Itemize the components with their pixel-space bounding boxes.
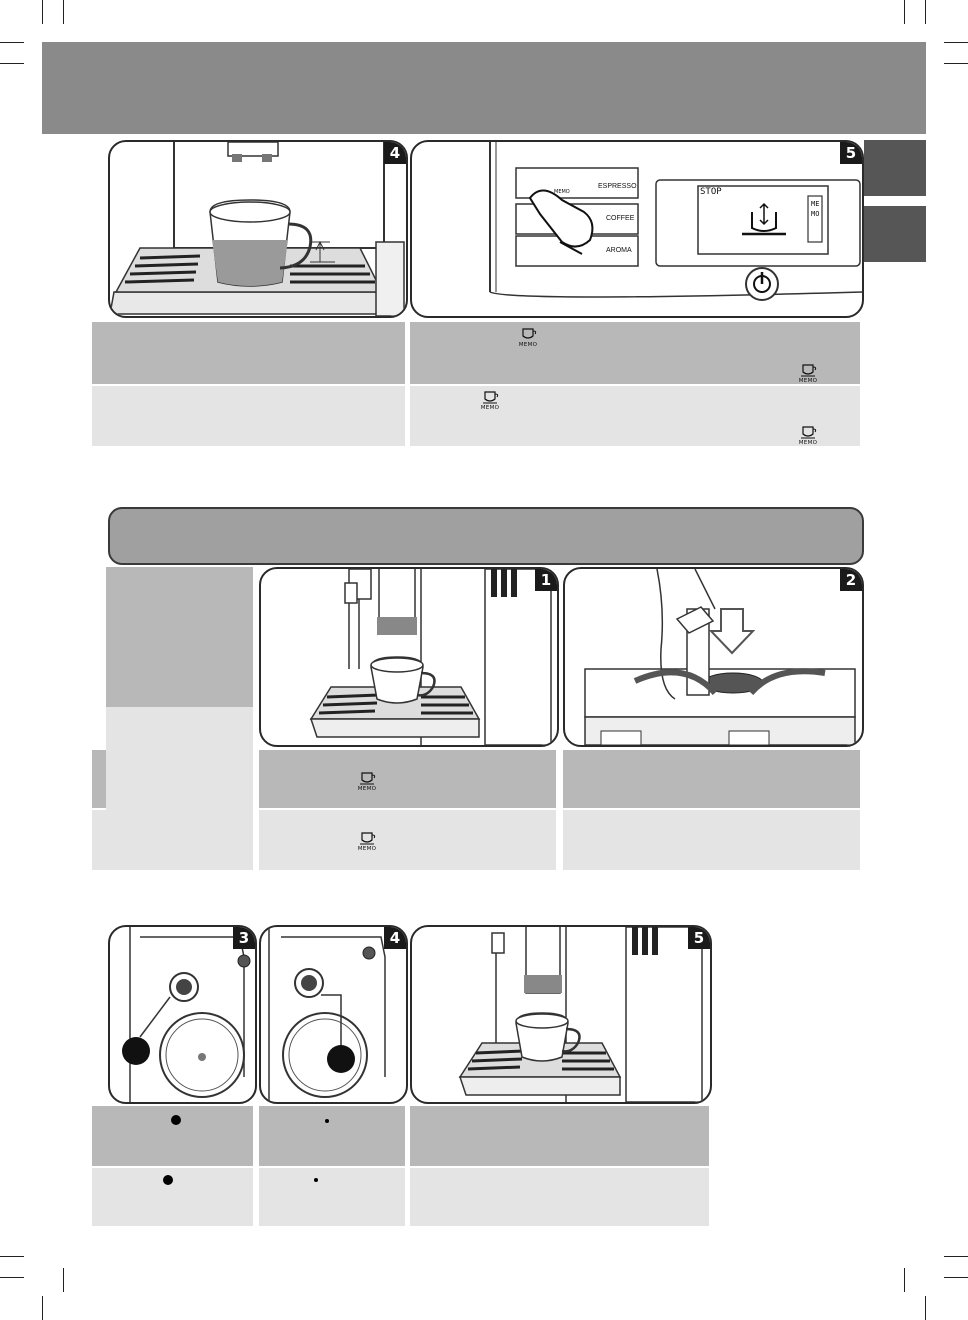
step-number: 5 <box>688 927 710 949</box>
large-dot-icon <box>163 1175 173 1185</box>
cup-memo-icon: MEMO <box>354 830 380 852</box>
side-tab-bottom <box>864 206 926 262</box>
caption-box <box>563 750 860 808</box>
step-number: 5 <box>840 142 862 164</box>
caption-box <box>563 810 860 870</box>
step-number: 4 <box>384 142 406 164</box>
crop-mark <box>925 0 926 24</box>
crop-mark <box>63 0 64 24</box>
dot-icon <box>325 1119 329 1123</box>
display-stop-text: STOP <box>700 187 722 197</box>
large-dot-icon <box>171 1115 181 1125</box>
caption-box <box>92 386 405 446</box>
illustration-control-panel: ESPRESSO COFFEE AROMA MEMO STOP MEMO 5 <box>410 140 864 318</box>
display-memo-text: MEMO <box>811 200 820 218</box>
caption-box <box>259 750 556 808</box>
crop-mark <box>0 63 24 64</box>
caption-box <box>92 1168 253 1226</box>
caption-box <box>410 1106 709 1166</box>
step-number: 1 <box>535 569 557 591</box>
illustration-cup-fill-level: 4 <box>108 140 408 318</box>
step-number: 3 <box>233 927 255 949</box>
header-band <box>42 42 926 134</box>
crop-mark <box>944 42 968 43</box>
step-number: 4 <box>384 927 406 949</box>
caption-box <box>259 810 556 870</box>
crop-mark <box>0 1277 24 1278</box>
illustration-dial-small: 4 <box>259 925 408 1104</box>
dot-icon <box>314 1178 318 1182</box>
caption-box <box>410 1168 709 1226</box>
side-tab-top <box>864 140 926 196</box>
illustration-machine-cup-final: 5 <box>410 925 712 1104</box>
sidebar-note-light <box>106 707 253 870</box>
crop-mark <box>944 1277 968 1278</box>
cup-memo-icon: MEMO <box>795 362 821 384</box>
espresso-button-label[interactable]: ESPRESSO <box>598 183 637 190</box>
illustration-remove-part: 2 <box>563 567 864 747</box>
crop-mark <box>42 0 43 24</box>
caption-box <box>259 1168 405 1226</box>
crop-mark <box>944 63 968 64</box>
sidebar-note-dark <box>106 567 253 707</box>
aroma-button-label[interactable]: AROMA <box>606 247 632 254</box>
coffee-button-label[interactable]: COFFEE <box>606 215 635 222</box>
caption-box <box>92 810 106 870</box>
section-banner <box>108 507 864 565</box>
illustration-machine-cup: 1 <box>259 567 559 747</box>
cup-memo-icon: MEMO <box>477 389 503 411</box>
illustration-dial-large: 3 <box>108 925 257 1104</box>
caption-box <box>92 750 106 808</box>
cup-memo-icon: MEMO <box>795 424 821 446</box>
crop-mark <box>63 1268 64 1292</box>
crop-mark <box>904 0 905 24</box>
crop-mark <box>0 1256 24 1257</box>
cup-memo-icon: MEMO <box>354 770 380 792</box>
crop-mark <box>925 1296 926 1320</box>
memo-button-label[interactable]: MEMO <box>554 189 570 195</box>
crop-mark <box>904 1268 905 1292</box>
cup-memo-icon: MEMO <box>515 326 541 348</box>
crop-mark <box>0 42 24 43</box>
caption-box <box>92 322 405 384</box>
crop-mark <box>944 1256 968 1257</box>
caption-box <box>259 1106 405 1166</box>
step-number: 2 <box>840 569 862 591</box>
caption-box <box>410 322 860 384</box>
crop-mark <box>42 1296 43 1320</box>
